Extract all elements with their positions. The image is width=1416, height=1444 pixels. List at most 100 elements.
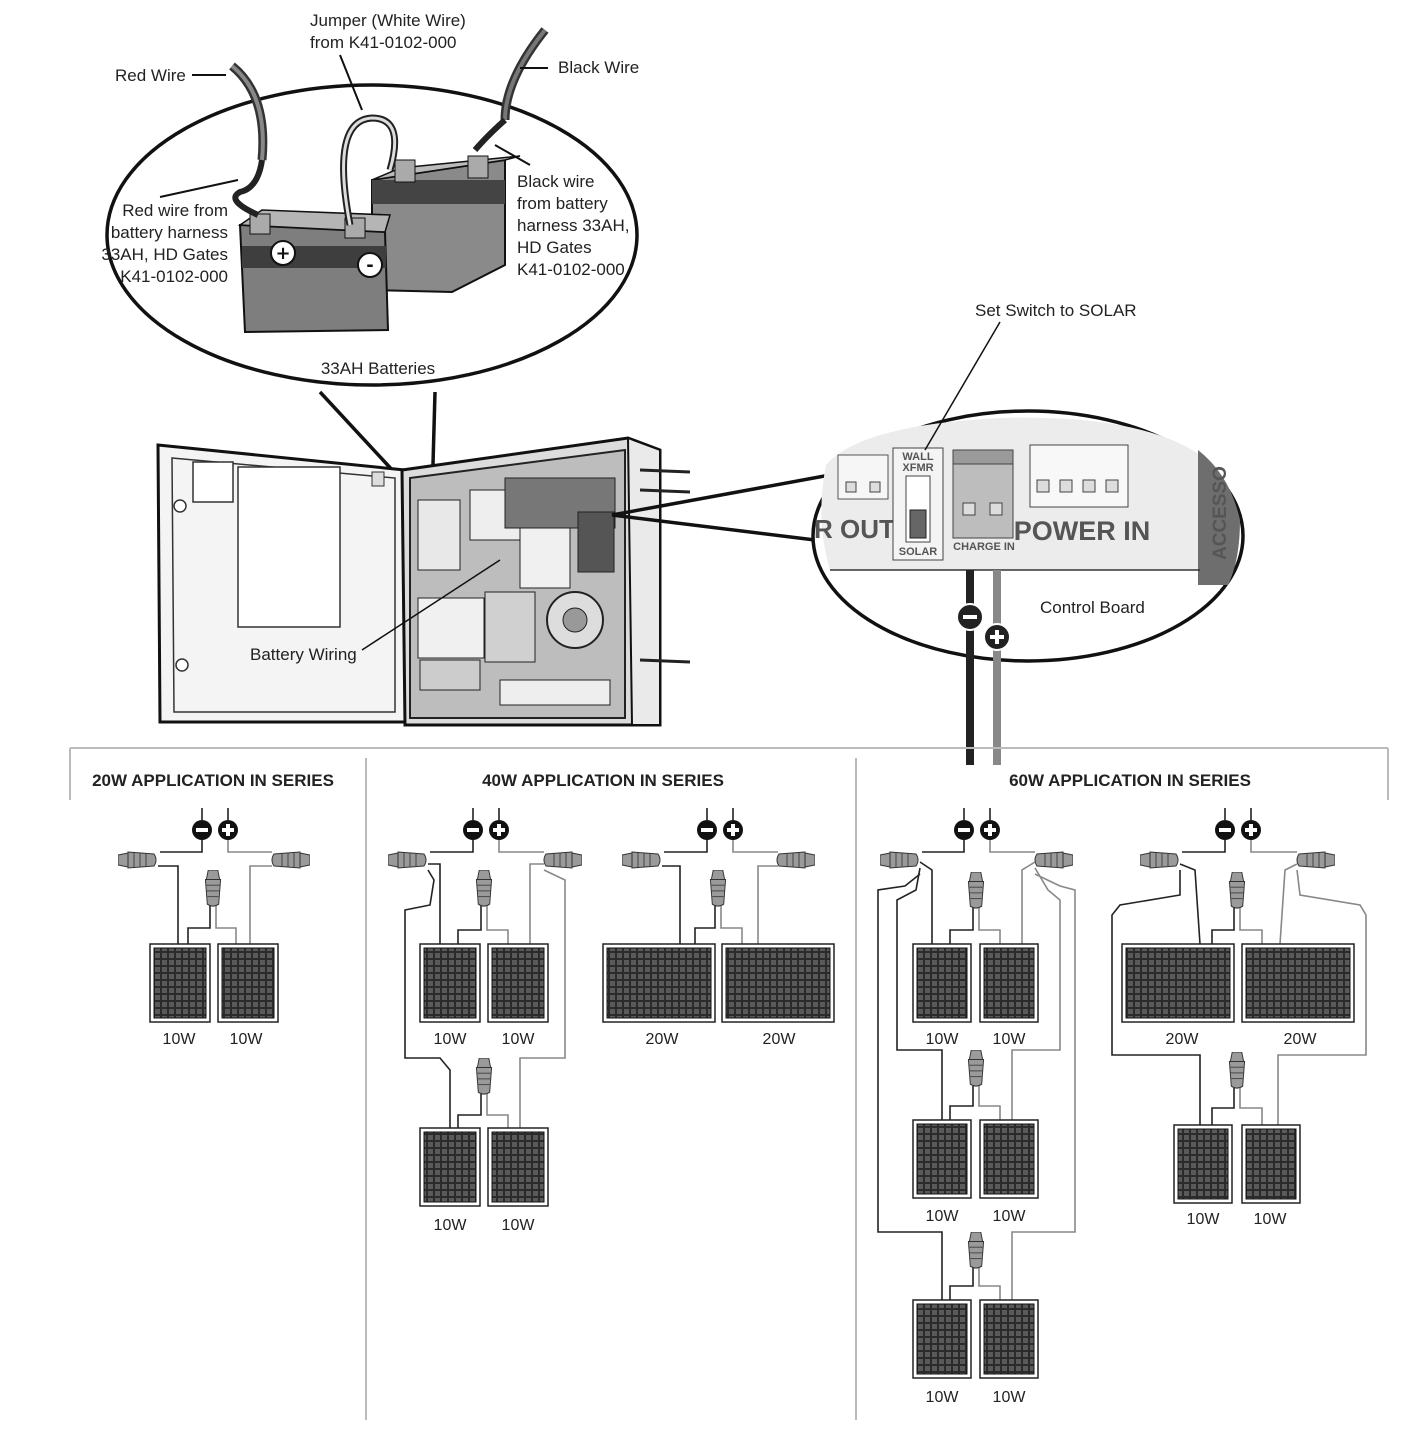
solar-panel-cells (1245, 1128, 1297, 1200)
black-wire-label: Black Wire (558, 58, 639, 77)
battery-back (371, 155, 521, 294)
panel-label: 10W (1254, 1211, 1288, 1228)
negative-wire (896, 867, 943, 1120)
positive-wire (529, 863, 544, 944)
power-in-label: POWER IN (1014, 516, 1151, 546)
panel-label: 10W (926, 1031, 960, 1048)
battery-front: + - (237, 209, 391, 334)
panel-label: 10W (434, 1031, 468, 1048)
battery-detail: + - (105, 27, 639, 387)
panel-wattage-labels: 10W 10W 10W 10W 10W 10W 20W 20W 10W 10W … (163, 1031, 1318, 1406)
wire-nut-icon (475, 870, 493, 907)
solar-circuits (118, 808, 1367, 1379)
positive-wire (1011, 873, 1076, 1300)
positive-wire (732, 840, 778, 853)
plus-sign-v (731, 824, 735, 836)
svg-text:-: - (366, 255, 373, 276)
panel-label: 20W (763, 1031, 797, 1048)
wire-nut-icon (543, 851, 582, 869)
panel-label: 20W (1284, 1031, 1318, 1048)
battery-positive-terminal-icon (270, 240, 296, 266)
positive-wire (1239, 1088, 1263, 1125)
solar-panel-cells (1125, 947, 1231, 1019)
panel-label: 10W (502, 1031, 536, 1048)
wire-nut-icon (1034, 851, 1073, 869)
svg-text:HD Gates: HD Gates (517, 238, 592, 257)
solar-panel-cells (606, 947, 712, 1019)
negative-wire (457, 906, 482, 944)
negative-wire (919, 861, 933, 944)
jumper-label-2: from K41-0102-000 (310, 33, 456, 52)
panel-label: 10W (434, 1217, 468, 1234)
positive-wire (1250, 840, 1297, 853)
minus-sign (1219, 828, 1231, 832)
plus-sign-v (988, 824, 992, 836)
svg-text:harness 33AH,: harness 33AH, (517, 216, 629, 235)
charge-in-label: CHARGE IN (953, 541, 1015, 553)
svg-text:+: + (275, 243, 290, 264)
svg-text:K41-0102-000: K41-0102-000 (120, 267, 228, 286)
red-wire-label: Red Wire (115, 66, 186, 85)
svg-text:from battery: from battery (517, 194, 608, 213)
positive-wire (215, 906, 237, 944)
negative-wire (428, 863, 441, 944)
positive-wire (978, 1086, 1001, 1120)
negative-wire (1111, 870, 1201, 1125)
gate-operator-cabinet (156, 436, 691, 727)
negative-wire (187, 906, 211, 944)
switch-slider-solar[interactable] (909, 509, 927, 539)
panel-label: 10W (1187, 1211, 1221, 1228)
wire-nut-icon (967, 1050, 985, 1087)
svg-text:33AH, HD Gates: 33AH, HD Gates (101, 245, 228, 264)
positive-wire (978, 1268, 1001, 1300)
black-wire-from-harness-label: Black wire from battery harness 33AH, HD… (517, 172, 629, 279)
solar-panel-cells (423, 947, 477, 1019)
application-sections-frame (69, 747, 1389, 1420)
wire-nut-icon (709, 870, 727, 907)
control-board-detail: R OUT WALL XFMR SOLAR CHARGE IN POWER IN… (811, 409, 1245, 663)
solar-panel-cells (423, 1131, 477, 1203)
plus-sign-v (226, 824, 230, 836)
jumper-label-1: Jumper (White Wire) (310, 11, 466, 30)
positive-wire (486, 1094, 509, 1128)
battery-wiring-label: Battery Wiring (250, 645, 357, 664)
positive-wire (1239, 908, 1263, 944)
positive-wire (720, 906, 743, 944)
panel-label: 10W (163, 1031, 197, 1048)
wire-nut-icon (776, 851, 815, 869)
wall-xfmr-label-1: WALL (902, 451, 933, 463)
panel-label: 10W (993, 1389, 1027, 1406)
wire-nut-icon (880, 851, 919, 869)
negative-wire (160, 840, 203, 853)
negative-wire (1179, 863, 1201, 945)
batteries-label: 33AH Batteries (321, 359, 435, 378)
positive-wire (249, 865, 272, 944)
positive-wire (757, 865, 778, 944)
positive-wire (227, 840, 272, 853)
positive-wire (486, 906, 509, 944)
power-in-terminal[interactable] (1029, 444, 1129, 508)
negative-wire (664, 840, 708, 853)
svg-text:Red wire from: Red wire from (122, 201, 228, 220)
wall-xfmr-label-2: XFMR (902, 462, 933, 474)
solar-panel-cells (725, 947, 831, 1019)
solar-panel-cells (916, 1123, 968, 1195)
plus-sign-v (497, 824, 501, 836)
top-leader-lines (159, 54, 548, 198)
positive-wire (1021, 861, 1036, 944)
minus-sign (196, 828, 208, 832)
panel-label: 10W (993, 1208, 1027, 1225)
solar-panel-cells (1177, 1128, 1229, 1200)
negative-wire (694, 906, 716, 944)
positive-wire (1011, 867, 1061, 1120)
panel-label: 10W (926, 1389, 960, 1406)
wire-nut-icon (388, 851, 427, 869)
set-switch-label: Set Switch to SOLAR (975, 301, 1137, 320)
panel-label: 10W (502, 1217, 536, 1234)
charge-in-terminal[interactable] (952, 449, 1014, 539)
wire-nut-icon (1228, 1052, 1246, 1089)
positive-wire (519, 869, 566, 1128)
minus-sign (467, 828, 479, 832)
positive-wire (1277, 869, 1367, 1125)
